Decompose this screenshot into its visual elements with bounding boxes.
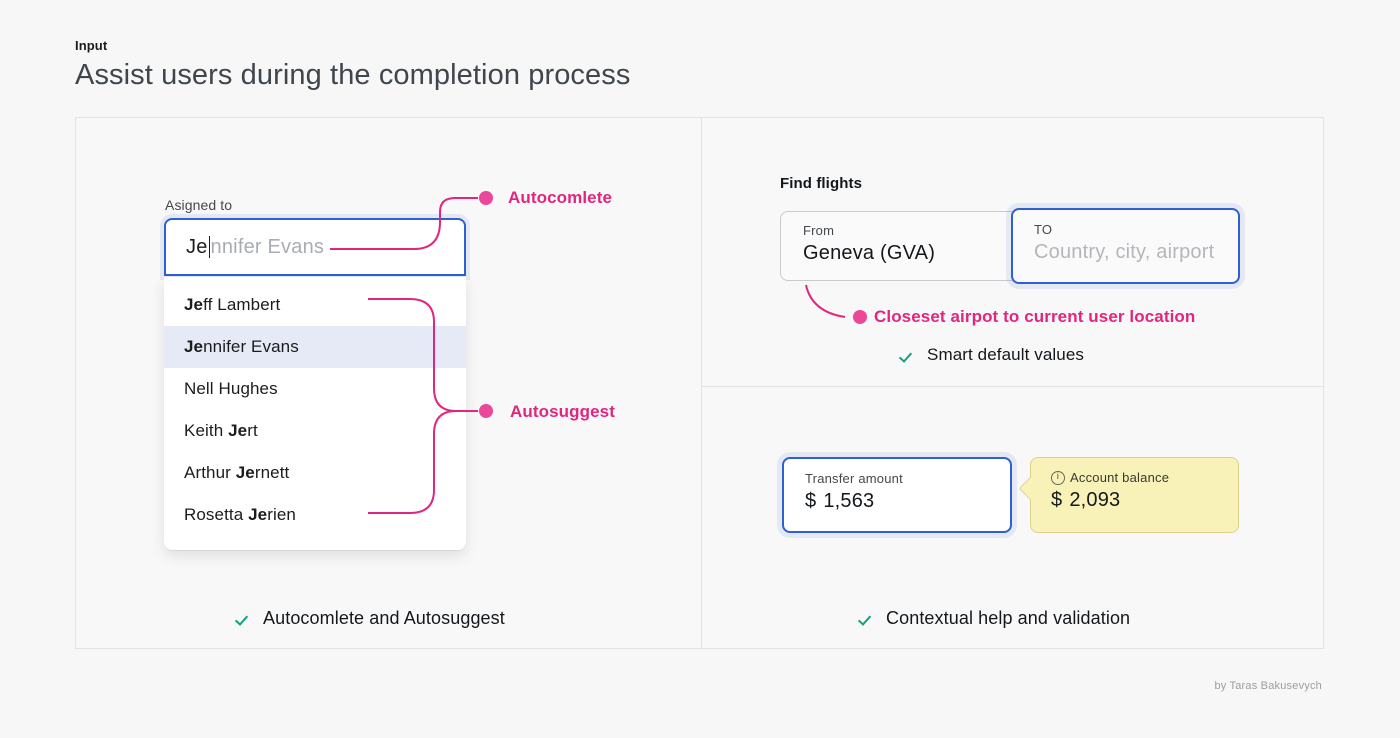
check-icon bbox=[236, 610, 253, 627]
from-label: From bbox=[803, 223, 835, 238]
amount-number: 1,563 bbox=[823, 490, 875, 512]
tooltip-label: Account balance bbox=[1070, 470, 1170, 485]
to-placeholder: Country, city, airport bbox=[1034, 241, 1215, 263]
caption-text: Smart default values bbox=[927, 345, 1084, 364]
balance-number: 2,093 bbox=[1069, 489, 1121, 511]
suggestion-dropdown[interactable]: Jeff Lambert Jennifer Evans Nell Hughes … bbox=[164, 277, 466, 550]
transfer-amount-field[interactable]: Transfer amount $1,563 bbox=[782, 457, 1012, 533]
list-item[interactable]: Jeff Lambert bbox=[164, 284, 466, 326]
match-highlight: Je bbox=[184, 295, 204, 314]
currency-symbol: $ bbox=[805, 490, 817, 512]
list-item[interactable]: Arthur Jernett bbox=[164, 452, 466, 494]
to-field[interactable]: TO Country, city, airport bbox=[1011, 208, 1240, 284]
tooltip-label-row: Account balance bbox=[1051, 470, 1238, 485]
from-value: Geneva (GVA) bbox=[803, 242, 936, 264]
ghost-suggestion-text: nnifer Evans bbox=[210, 235, 325, 258]
page-title: Assist users during the completion proce… bbox=[75, 59, 631, 91]
match-highlight: Je bbox=[235, 463, 255, 482]
account-balance-value: $2,093 bbox=[1051, 489, 1238, 512]
match-highlight: Je bbox=[184, 337, 204, 356]
list-item[interactable]: Nell Hughes bbox=[164, 368, 466, 410]
author-credit: by Taras Bakusevych bbox=[1214, 680, 1322, 692]
text-caret bbox=[208, 236, 210, 258]
caption-text: Contextual help and validation bbox=[886, 608, 1131, 628]
eyebrow-label: Input bbox=[75, 38, 108, 53]
suggestion-text: Jeff Lambert bbox=[184, 295, 281, 314]
account-balance-tooltip: Account balance $2,093 bbox=[1018, 457, 1239, 533]
suggestion-text: Nell Hughes bbox=[184, 379, 278, 398]
assigned-to-input[interactable]: Je nnifer Evans bbox=[164, 218, 466, 276]
transfer-amount-label: Transfer amount bbox=[805, 471, 903, 486]
annotation-closest-airport: Closeset airpot to current user location bbox=[874, 307, 1196, 326]
check-icon bbox=[900, 347, 917, 364]
to-label: TO bbox=[1034, 222, 1053, 237]
annotation-autosuggest: Autosuggest bbox=[510, 402, 615, 421]
info-icon bbox=[1051, 470, 1065, 485]
suggestion-text: Rosetta Jerien bbox=[184, 505, 296, 524]
match-highlight: Je bbox=[248, 505, 268, 524]
list-item[interactable]: Rosetta Jerien bbox=[164, 494, 466, 536]
caption-autocomplete-autosuggest: Autocomlete and Autosuggest bbox=[236, 608, 505, 629]
list-item[interactable]: Jennifer Evans bbox=[164, 326, 466, 368]
list-item[interactable]: Keith Jert bbox=[164, 410, 466, 452]
match-highlight: Je bbox=[228, 421, 248, 440]
caption-contextual-help: Contextual help and validation bbox=[859, 608, 1130, 629]
caption-text: Autocomlete and Autosuggest bbox=[263, 608, 505, 628]
suggestion-text: Arthur Jernett bbox=[184, 463, 290, 482]
find-flights-title: Find flights bbox=[780, 175, 863, 192]
horizontal-divider bbox=[701, 386, 1325, 387]
vertical-divider bbox=[701, 118, 702, 648]
typed-text: Je bbox=[186, 235, 208, 258]
check-icon bbox=[859, 610, 876, 627]
caption-smart-defaults: Smart default values bbox=[900, 345, 1084, 365]
suggestion-text: Jennifer Evans bbox=[184, 337, 299, 356]
assigned-to-label: Asigned to bbox=[165, 197, 233, 213]
annotation-autocomplete: Autocomlete bbox=[508, 188, 613, 207]
suggestion-text: Keith Jert bbox=[184, 421, 258, 440]
page-header: Input Assist users during the completion… bbox=[75, 38, 630, 92]
transfer-amount-value: $1,563 bbox=[805, 490, 1010, 513]
flight-search-group: From Geneva (GVA) TO Country, city, airp… bbox=[780, 208, 1240, 284]
currency-symbol: $ bbox=[1051, 489, 1063, 511]
